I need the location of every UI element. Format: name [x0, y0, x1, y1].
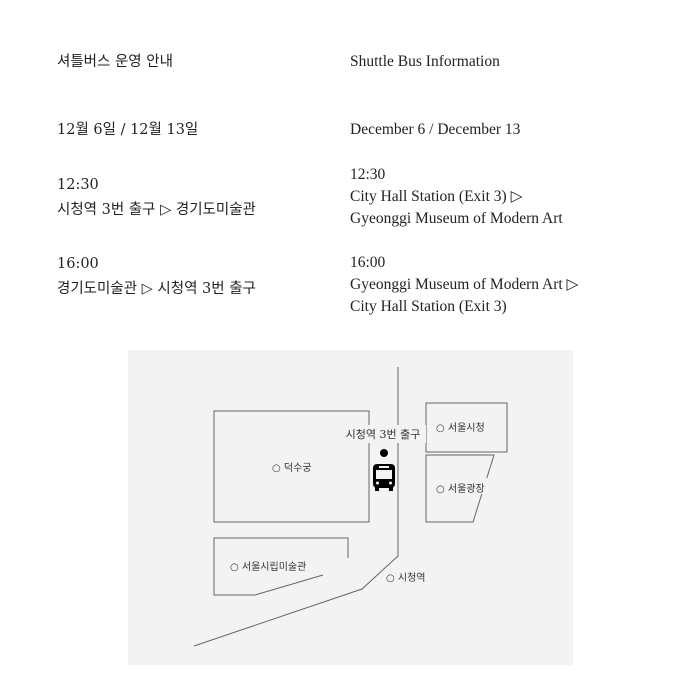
- korean-trip2-route: 경기도미술관 ▷ 시청역 3번 출구: [57, 281, 256, 297]
- english-title: Shuttle Bus Information: [350, 53, 500, 70]
- sema-label: ○ 서울시립미술관: [230, 560, 306, 573]
- korean-dates: 12월 6일 / 12월 13일: [57, 122, 199, 138]
- map-background: [128, 350, 573, 665]
- location-dot-icon: [380, 449, 388, 457]
- deoksugung-label: ○ 덕수궁: [272, 462, 312, 474]
- station-label: ○ 시청역: [386, 572, 426, 584]
- english-trip2-route-line2: City Hall Station (Exit 3): [350, 298, 507, 315]
- plaza-label: ○ 서울광장: [436, 483, 485, 495]
- english-trip1-route-line1: City Hall Station (Exit 3) ▷: [350, 188, 523, 205]
- city-hall-label: ○ 서울시청: [436, 422, 485, 434]
- english-dates: December 6 / December 13: [350, 121, 521, 138]
- road: [193, 367, 399, 647]
- bus-icon: [373, 464, 395, 491]
- korean-trip2-time: 16:00: [57, 256, 99, 272]
- korean-trip1-route: 시청역 3번 출구 ▷ 경기도미술관: [57, 202, 256, 218]
- pickup-label: 시청역 3번 출구: [346, 428, 421, 441]
- sema-block: [213, 537, 349, 596]
- korean-trip1-time: 12:30: [57, 177, 99, 193]
- plaza-block: [425, 454, 495, 523]
- english-trip2-time: 16:00: [350, 254, 386, 271]
- korean-title: 셔틀버스 운영 안내: [57, 54, 173, 70]
- english-trip2-route-line1: Gyeonggi Museum of Modern Art ▷: [350, 276, 579, 293]
- deoksugung-block: [213, 410, 370, 523]
- english-trip1-route-line2: Gyeonggi Museum of Modern Art: [350, 210, 563, 227]
- english-trip1-time: 12:30: [350, 166, 386, 183]
